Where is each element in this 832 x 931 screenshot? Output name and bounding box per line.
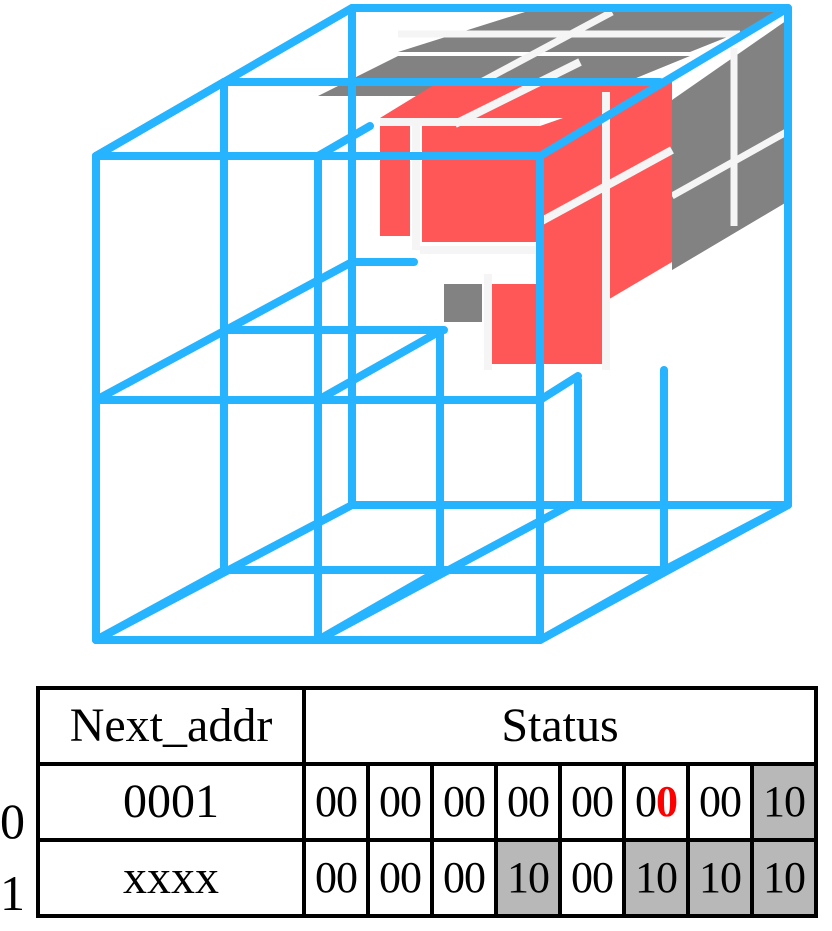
status-cell: 00 [302, 838, 370, 918]
status-cell: 00 [366, 838, 434, 918]
status-cell-highlighted: 00 [622, 762, 690, 842]
status-cell-occupied: 10 [750, 762, 818, 842]
status-cell: 00 [302, 762, 370, 842]
table-row: xxxx 00 00 00 10 00 10 10 10 [36, 838, 818, 918]
status-cell-occupied: 10 [622, 838, 690, 918]
header-status: Status [302, 686, 818, 766]
octree-cube-diagram [92, 4, 792, 644]
status-cell-occupied: 10 [686, 838, 754, 918]
status-cell: 00 [430, 762, 498, 842]
next-addr-cell: 0001 [36, 762, 306, 842]
status-cell: 00 [494, 762, 562, 842]
next-addr-cell: xxxx [36, 838, 306, 918]
status-cell-occupied: 10 [750, 838, 818, 918]
status-cell: 00 [558, 762, 626, 842]
table-row: 0001 00 00 00 00 00 00 00 10 [36, 762, 818, 842]
highlighted-digit: 0 [656, 777, 678, 826]
row-label-0: 0 [0, 793, 25, 849]
wireframe-grid [92, 4, 792, 644]
status-cell-occupied: 10 [494, 838, 562, 918]
row-label-1: 1 [0, 865, 25, 921]
status-cell: 00 [366, 762, 434, 842]
header-next-addr: Next_addr [36, 686, 306, 766]
red-grid-gaps [380, 58, 674, 370]
status-cell: 00 [686, 762, 754, 842]
status-cell: 00 [558, 838, 626, 918]
status-digit: 0 [635, 777, 657, 826]
table-header-row: Next_addr Status [36, 686, 818, 766]
status-table: Next_addr Status 0001 00 00 00 00 00 00 … [36, 686, 818, 918]
status-cell: 00 [430, 838, 498, 918]
